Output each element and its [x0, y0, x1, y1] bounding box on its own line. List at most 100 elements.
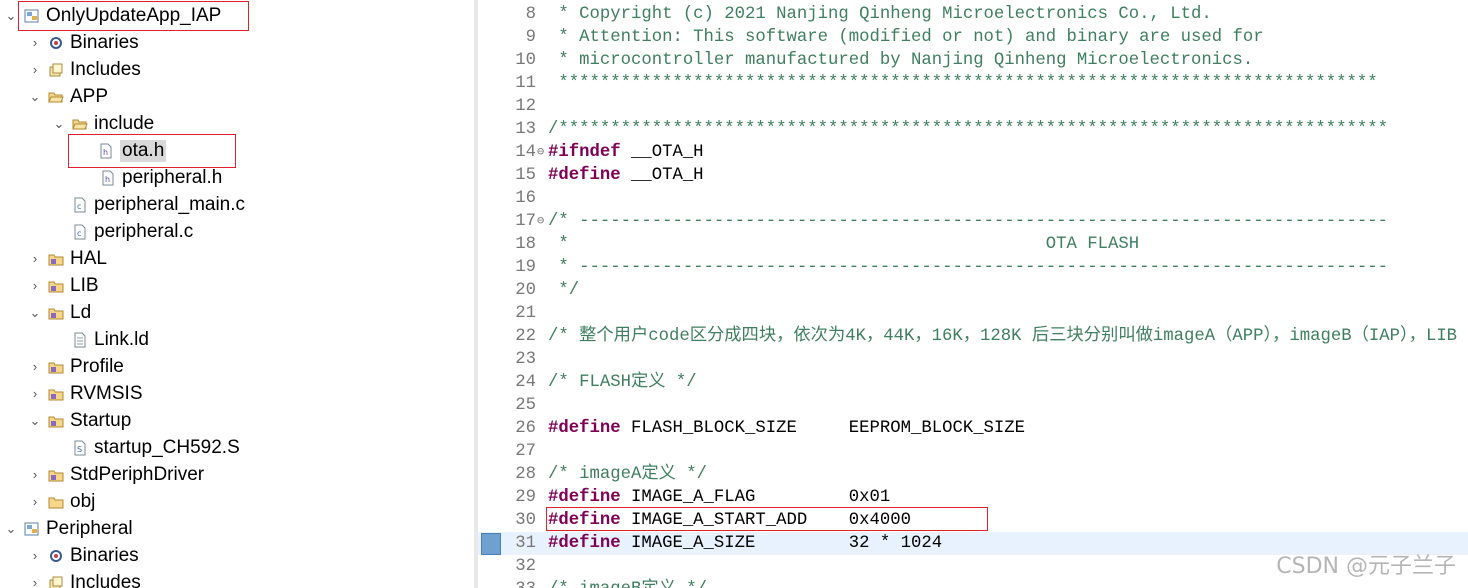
- fold-toggle-icon[interactable]: ⊖: [537, 214, 545, 228]
- code-line[interactable]: 26#define FLASH_BLOCK_SIZE EEPROM_BLOCK_…: [478, 417, 1468, 440]
- tree-item-label: peripheral.h: [122, 166, 223, 188]
- tree-item[interactable]: › StdPeriphDriver: [28, 461, 204, 488]
- keyword-token: #define: [548, 534, 621, 553]
- code-line[interactable]: 9 * Attention: This software (modified o…: [478, 26, 1468, 49]
- tree-item[interactable]: ⌄include: [52, 110, 155, 137]
- tree-item[interactable]: ⌄ OnlyUpdateApp_IAP: [4, 2, 222, 29]
- tree-item-label: APP: [70, 85, 109, 107]
- tree-item[interactable]: h peripheral.h: [80, 164, 222, 191]
- line-number: 13: [515, 120, 536, 139]
- expand-chevron-icon[interactable]: ⌄: [29, 88, 41, 104]
- collapse-chevron-icon[interactable]: ›: [32, 251, 38, 266]
- code-line[interactable]: 20 */: [478, 279, 1468, 302]
- code-line[interactable]: 8 * Copyright (c) 2021 Nanjing Qinheng M…: [478, 3, 1468, 26]
- expand-chevron-icon[interactable]: ⌄: [5, 7, 17, 23]
- collapse-chevron-icon[interactable]: ›: [32, 575, 38, 588]
- code-line[interactable]: 13/*************************************…: [478, 118, 1468, 141]
- tree-item[interactable]: ›LIB: [28, 272, 99, 299]
- line-number: 9: [525, 28, 536, 47]
- code-editor[interactable]: 8 * Copyright (c) 2021 Nanjing Qinheng M…: [478, 0, 1468, 588]
- code-line[interactable]: 18 * OTA FLASH: [478, 233, 1468, 256]
- collapse-chevron-icon[interactable]: ›: [32, 278, 38, 293]
- tree-item[interactable]: ⌄ Peripheral: [4, 515, 133, 542]
- code-line[interactable]: 24/* FLASH定义 */: [478, 371, 1468, 394]
- line-number: 15: [515, 166, 536, 185]
- tree-item-label: Includes: [70, 571, 141, 588]
- code-line[interactable]: 28 /* imageA定义 */: [478, 463, 1468, 486]
- code-text: #define __OTA_H: [548, 164, 704, 187]
- tree-item[interactable]: ›Includes: [28, 56, 141, 83]
- code-line[interactable]: 21: [478, 302, 1468, 325]
- tree-item[interactable]: ⌄ APP: [28, 83, 108, 110]
- svg-text:S: S: [77, 445, 82, 454]
- annotation-marker-icon[interactable]: [481, 533, 501, 555]
- code-line[interactable]: 16: [478, 187, 1468, 210]
- line-number: 8: [525, 5, 536, 24]
- tree-item[interactable]: › Includes: [28, 569, 141, 588]
- code-line[interactable]: 27: [478, 440, 1468, 463]
- code-line[interactable]: 33/* imageB定义 */: [478, 578, 1468, 588]
- collapse-chevron-icon[interactable]: ›: [32, 359, 38, 374]
- code-line[interactable]: 25: [478, 394, 1468, 417]
- code-line[interactable]: 30#define IMAGE_A_START_ADD 0x4000: [478, 509, 1468, 532]
- collapse-chevron-icon[interactable]: ›: [32, 548, 38, 563]
- line-number: 23: [515, 350, 536, 369]
- line-number: 22: [515, 327, 536, 346]
- tree-item[interactable]: Link.ld: [52, 326, 149, 353]
- collapse-chevron-icon[interactable]: ›: [32, 494, 38, 509]
- code-line[interactable]: 15 #define __OTA_H: [478, 164, 1468, 187]
- line-number: 30: [515, 511, 536, 530]
- line-number: 11: [515, 74, 536, 93]
- tree-item[interactable]: ›Profile: [28, 353, 124, 380]
- tree-item-label: OnlyUpdateApp_IAP: [46, 4, 222, 26]
- collapse-chevron-icon[interactable]: ›: [32, 35, 38, 50]
- collapse-chevron-icon[interactable]: ›: [32, 386, 38, 401]
- line-number: 16: [515, 189, 536, 208]
- binaries-icon: [48, 548, 64, 564]
- tree-item[interactable]: ⌄Ld: [28, 299, 92, 326]
- tree-item[interactable]: ›RVMSIS: [28, 380, 143, 407]
- code-line[interactable]: 12: [478, 95, 1468, 118]
- code-token: IMAGE_A_SIZE 32 * 1024: [620, 534, 943, 553]
- line-number: 14: [515, 143, 536, 162]
- code-line[interactable]: 17⊖/* ----------------------------------…: [478, 210, 1468, 233]
- code-line[interactable]: 23: [478, 348, 1468, 371]
- code-line[interactable]: 11 *************************************…: [478, 72, 1468, 95]
- expand-chevron-icon[interactable]: ⌄: [29, 412, 41, 428]
- tree-item[interactable]: ›Binaries: [28, 542, 139, 569]
- expand-chevron-icon[interactable]: ⌄: [53, 115, 65, 131]
- expand-chevron-icon[interactable]: ⌄: [29, 304, 41, 320]
- line-number: 28: [515, 465, 536, 484]
- code-line[interactable]: 29#define IMAGE_A_FLAG 0x01: [478, 486, 1468, 509]
- code-line[interactable]: 22/* 整个用户code区分成四块，依次为4K，44K，16K，128K 后三…: [478, 325, 1468, 348]
- line-number: 17: [515, 212, 536, 231]
- project-icon: [24, 521, 40, 537]
- panel-divider[interactable]: [474, 0, 478, 588]
- code-line[interactable]: 14⊖#ifndef __OTA_H: [478, 141, 1468, 164]
- collapse-chevron-icon[interactable]: ›: [32, 62, 38, 77]
- tree-item-label: Peripheral: [46, 517, 133, 539]
- c-file-icon: c: [72, 224, 88, 240]
- code-line[interactable]: 19 * -----------------------------------…: [478, 256, 1468, 279]
- svg-text:h: h: [105, 175, 110, 184]
- svg-text:c: c: [77, 202, 81, 211]
- collapse-chevron-icon[interactable]: ›: [32, 467, 38, 482]
- code-line[interactable]: 10 * microcontroller manufactured by Nan…: [478, 49, 1468, 72]
- tree-item[interactable]: ›obj: [28, 488, 96, 515]
- tree-item[interactable]: ›HAL: [28, 245, 107, 272]
- fold-toggle-icon[interactable]: ⊖: [537, 145, 545, 159]
- tree-item-label: StdPeriphDriver: [70, 463, 205, 485]
- code-text: /* imageA定义 */: [548, 463, 707, 486]
- code-line[interactable]: 31#define IMAGE_A_SIZE 32 * 1024: [478, 532, 1468, 555]
- line-number: 21: [515, 304, 536, 323]
- tree-item[interactable]: ⌄Startup: [28, 407, 132, 434]
- code-line[interactable]: 32: [478, 555, 1468, 578]
- tree-item[interactable]: ›Binaries: [28, 29, 139, 56]
- comment-token: * Copyright (c) 2021 Nanjing Qinheng Mic…: [548, 5, 1212, 24]
- tree-item-label: ota.h: [120, 139, 167, 162]
- expand-chevron-icon[interactable]: ⌄: [5, 520, 17, 536]
